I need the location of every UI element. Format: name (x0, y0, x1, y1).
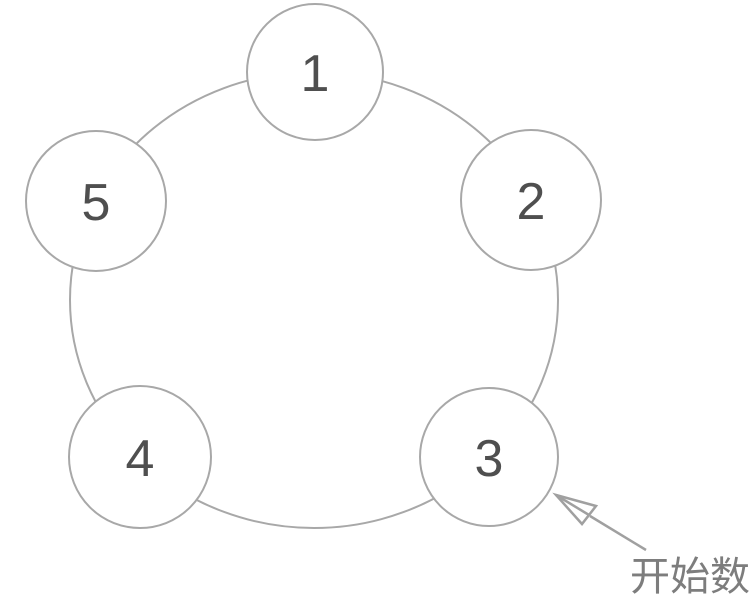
node-2-label: 2 (517, 173, 546, 231)
node-3-label: 3 (475, 430, 504, 488)
node-1: 1 (246, 3, 384, 141)
start-arrow-shaft (589, 514, 647, 552)
node-3: 3 (419, 387, 559, 527)
node-4: 4 (68, 385, 212, 529)
node-5-label: 5 (82, 174, 111, 232)
node-2: 2 (460, 129, 602, 271)
node-2-circle (460, 129, 602, 271)
start-annotation-label: 开始数 (630, 555, 750, 599)
node-5-circle (25, 130, 167, 272)
node-5: 5 (25, 130, 167, 272)
node-3-circle (419, 387, 559, 527)
node-4-circle (68, 385, 212, 529)
node-1-circle (246, 3, 384, 141)
node-4-label: 4 (126, 430, 155, 488)
start-arrow (552, 492, 647, 552)
node-1-label: 1 (301, 45, 330, 103)
start-arrow-crease (555, 493, 590, 517)
